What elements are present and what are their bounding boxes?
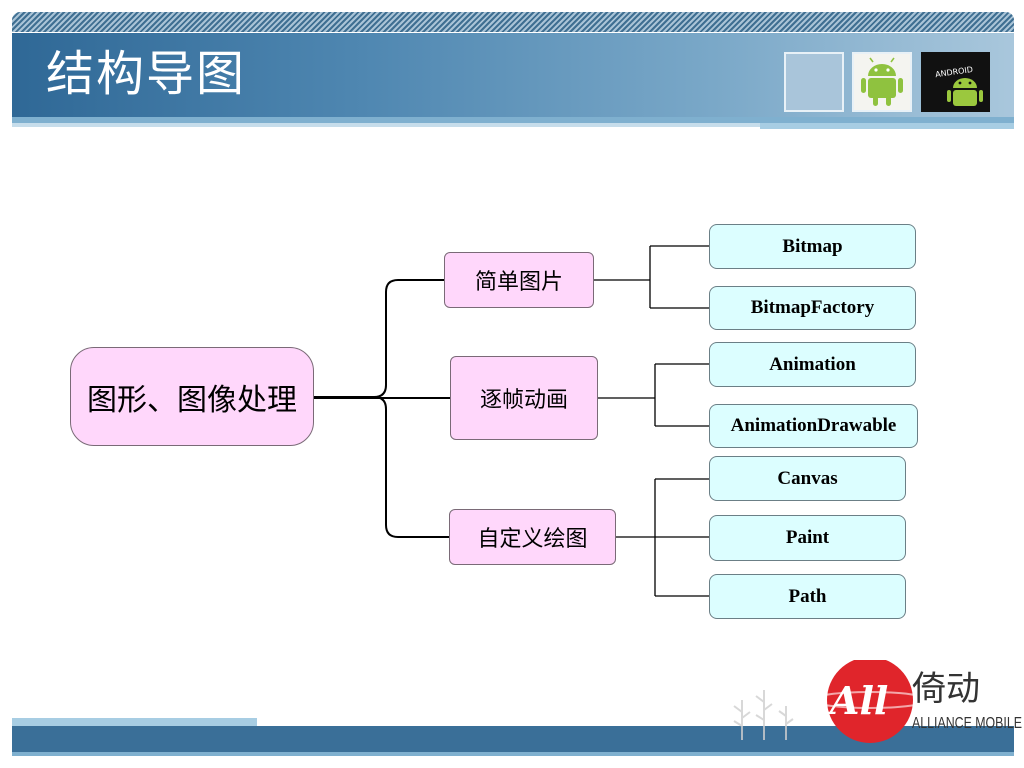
branch-custom-drawing: 自定义绘图 xyxy=(449,509,616,565)
branch-simple-images: 简单图片 xyxy=(444,252,594,308)
branch-frame-animation: 逐帧动画 xyxy=(450,356,598,440)
leaf-bitmapfactory: BitmapFactory xyxy=(709,286,916,330)
header-stripe-light xyxy=(12,123,760,127)
root-node: 图形、图像处理 xyxy=(70,347,314,446)
footer-stripe-light xyxy=(12,718,257,726)
android-robot-light-icon xyxy=(852,52,912,112)
logo-mark: All xyxy=(827,678,888,723)
title-bar xyxy=(12,33,1014,117)
leaf-path: Path xyxy=(709,574,906,619)
alliance-mobile-logo: All 倚动 ALLIANCE MOBILE xyxy=(730,657,1024,744)
footer-stripe xyxy=(12,752,1014,756)
logo-english: ALLIANCE MOBILE xyxy=(912,715,1022,732)
slide-title: 结构导图 xyxy=(46,46,247,102)
leaf-animationdrawable: AnimationDrawable xyxy=(709,404,918,448)
logo-chinese: 倚动 xyxy=(912,669,980,709)
leaf-paint: Paint xyxy=(709,515,906,561)
header-hatch-strip xyxy=(12,12,1014,32)
leaf-canvas: Canvas xyxy=(709,456,906,501)
android-robot-dark-icon: ANDROID xyxy=(921,52,990,112)
header-stripe-accent xyxy=(760,123,1014,129)
leaf-animation: Animation xyxy=(709,342,916,387)
blank-thumbnail xyxy=(784,52,844,112)
leaf-bitmap: Bitmap xyxy=(709,224,916,269)
header-stripe xyxy=(12,117,1014,123)
logo-graphic: All 倚动 ALLIANCE MOBILE xyxy=(733,657,1022,743)
